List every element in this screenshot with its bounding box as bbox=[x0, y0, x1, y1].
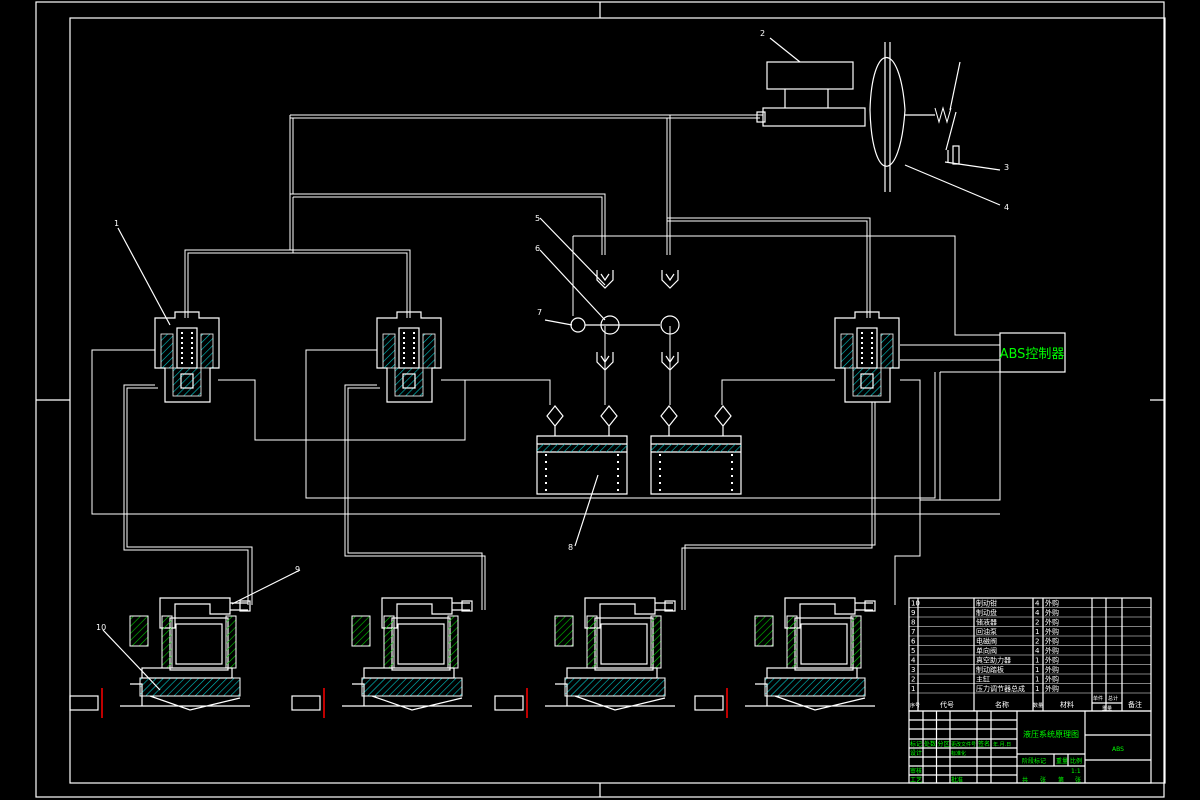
brake-pipes bbox=[91, 114, 1001, 610]
parts-row-qty: 2 bbox=[1035, 619, 1039, 627]
header-name: 名称 bbox=[995, 700, 1009, 709]
drawing-frame bbox=[35, 1, 1166, 798]
wheel-brake-caliper bbox=[291, 597, 473, 719]
tb-zone: 分区 bbox=[938, 740, 950, 748]
parts-row-material: 外购 bbox=[1045, 608, 1059, 617]
header-no: 序号 bbox=[910, 702, 920, 709]
parts-row-no: 9 bbox=[911, 609, 915, 617]
parts-row-material: 外购 bbox=[1045, 646, 1059, 655]
parts-row-material: 外购 bbox=[1045, 618, 1059, 627]
tb-stage: 阶段标记 bbox=[1022, 757, 1046, 765]
parts-row-qty: 4 bbox=[1035, 647, 1040, 655]
tb-count: 处数 bbox=[924, 740, 936, 748]
parts-row-material: 外购 bbox=[1045, 675, 1059, 684]
parts-row-name: 制动踏板 bbox=[976, 665, 1004, 674]
parts-row-material: 外购 bbox=[1045, 665, 1059, 674]
parts-row-name: 单向阀 bbox=[976, 646, 997, 655]
parts-row-name: 制动钳 bbox=[976, 599, 997, 608]
wheel-brake-caliper bbox=[494, 597, 676, 719]
parts-row-name: 真空助力器 bbox=[976, 656, 1011, 665]
parts-row-name: 主缸 bbox=[976, 675, 990, 684]
parts-row-material: 外购 bbox=[1045, 684, 1059, 693]
tb-review: 审核 bbox=[910, 767, 922, 775]
parts-row-qty: 4 bbox=[1035, 600, 1040, 608]
header-qty: 数量 bbox=[1033, 702, 1043, 709]
tb-scale: 比例 bbox=[1070, 757, 1082, 765]
parts-row-name: 电磁阀 bbox=[976, 637, 997, 646]
reservoir bbox=[536, 405, 628, 495]
abs-controller: ABS控制器 bbox=[999, 332, 1066, 373]
tb-process: 工艺 bbox=[910, 776, 922, 784]
wheel-brake-caliper bbox=[694, 597, 876, 719]
tb-scale-value: 1:1 bbox=[1071, 768, 1081, 775]
header-remark: 备注 bbox=[1128, 700, 1142, 709]
parts-row-name: 压力调节器总成 bbox=[976, 684, 1025, 693]
callout-1: 1 bbox=[114, 219, 119, 228]
tb-sheet-no: 第 bbox=[1058, 776, 1064, 784]
callout-2: 2 bbox=[760, 29, 765, 38]
callout-7: 7 bbox=[537, 308, 542, 317]
callout-8: 8 bbox=[568, 543, 573, 552]
parts-row-qty: 1 bbox=[1035, 657, 1039, 665]
tb-date: 年.月.日 bbox=[993, 741, 1011, 748]
tb-signature: 签名 bbox=[978, 740, 990, 748]
header-single: 单件 bbox=[1093, 695, 1103, 702]
parts-row-name: 制动盘 bbox=[976, 608, 997, 617]
parts-row-no: 8 bbox=[911, 619, 915, 627]
header-weight: 重量 bbox=[1102, 705, 1112, 712]
parts-row-no: 4 bbox=[911, 657, 916, 665]
tb-weight: 重量 bbox=[1056, 757, 1068, 765]
parts-row-no: 7 bbox=[911, 628, 915, 636]
parts-row-material: 外购 bbox=[1045, 637, 1059, 646]
parts-row-qty: 1 bbox=[1035, 676, 1039, 684]
drawing-title: 液压系统原理图 bbox=[1023, 729, 1079, 739]
parts-row-name: 储液器 bbox=[976, 618, 997, 627]
parts-row-no: 1 bbox=[911, 685, 915, 693]
abs-controller-label: ABS控制器 bbox=[1000, 347, 1065, 362]
callout-3: 3 bbox=[1004, 163, 1009, 172]
parts-row-qty: 2 bbox=[1035, 638, 1039, 646]
tb-standard: 标准化 bbox=[951, 750, 966, 757]
callout-5: 5 bbox=[535, 214, 540, 223]
tb-change-doc: 更改文件号 bbox=[951, 741, 976, 748]
tb-design: 设计 bbox=[910, 749, 922, 757]
callout-6: 6 bbox=[535, 244, 540, 253]
parts-row-material: 外购 bbox=[1045, 656, 1059, 665]
parts-row-material: 外购 bbox=[1045, 627, 1059, 636]
parts-row-qty: 1 bbox=[1035, 628, 1039, 636]
parts-row-no: 6 bbox=[911, 638, 916, 646]
callout-10: 10 bbox=[96, 623, 106, 632]
reservoir bbox=[650, 405, 742, 495]
parts-row-no: 3 bbox=[911, 666, 915, 674]
header-code: 代号 bbox=[940, 700, 954, 709]
pressure-regulator-valve bbox=[154, 311, 220, 403]
parts-row-name: 回油泵 bbox=[976, 627, 997, 636]
wheel-brake-caliper bbox=[69, 597, 251, 719]
drawing-code: ABS bbox=[1112, 746, 1124, 753]
tb-mark: 标记 bbox=[910, 740, 922, 748]
header-material: 材料 bbox=[1060, 700, 1074, 709]
tb-sheets-unit: 张 bbox=[1040, 776, 1046, 784]
callouts: 1 2 3 4 5 6 7 8 9 10 bbox=[96, 29, 1009, 691]
header-total: 总计 bbox=[1108, 695, 1118, 702]
parts-row-qty: 1 bbox=[1035, 685, 1039, 693]
tb-approve: 批准 bbox=[951, 776, 963, 784]
tb-sheets-total: 共 bbox=[1022, 776, 1028, 784]
tb-sheet-unit: 张 bbox=[1075, 776, 1081, 784]
parts-row-material: 外购 bbox=[1045, 599, 1059, 608]
callout-9: 9 bbox=[295, 565, 300, 574]
parts-row-no: 5 bbox=[911, 647, 915, 655]
pressure-regulator-valve bbox=[376, 311, 442, 403]
pressure-regulator-valve bbox=[834, 311, 900, 403]
master-cylinder-booster bbox=[756, 42, 961, 192]
parts-row-no: 10 bbox=[911, 600, 920, 608]
parts-row-qty: 1 bbox=[1035, 666, 1039, 674]
parts-list: 10 制动钳 4 外购 9 制动盘 4 外购 8 储液器 2 外购 7 回油泵 1 外购 6 电磁阀 2 外购 5 单向阀… bbox=[908, 597, 1152, 712]
parts-row-qty: 4 bbox=[1035, 609, 1040, 617]
title-block: 液压系统原理图 ABS 标记 处数 分区 更改文件号 签名 年.月.日 设计 标… bbox=[908, 710, 1152, 784]
callout-4: 4 bbox=[1004, 203, 1009, 212]
check-valves bbox=[570, 269, 680, 371]
parts-row-no: 2 bbox=[911, 676, 915, 684]
